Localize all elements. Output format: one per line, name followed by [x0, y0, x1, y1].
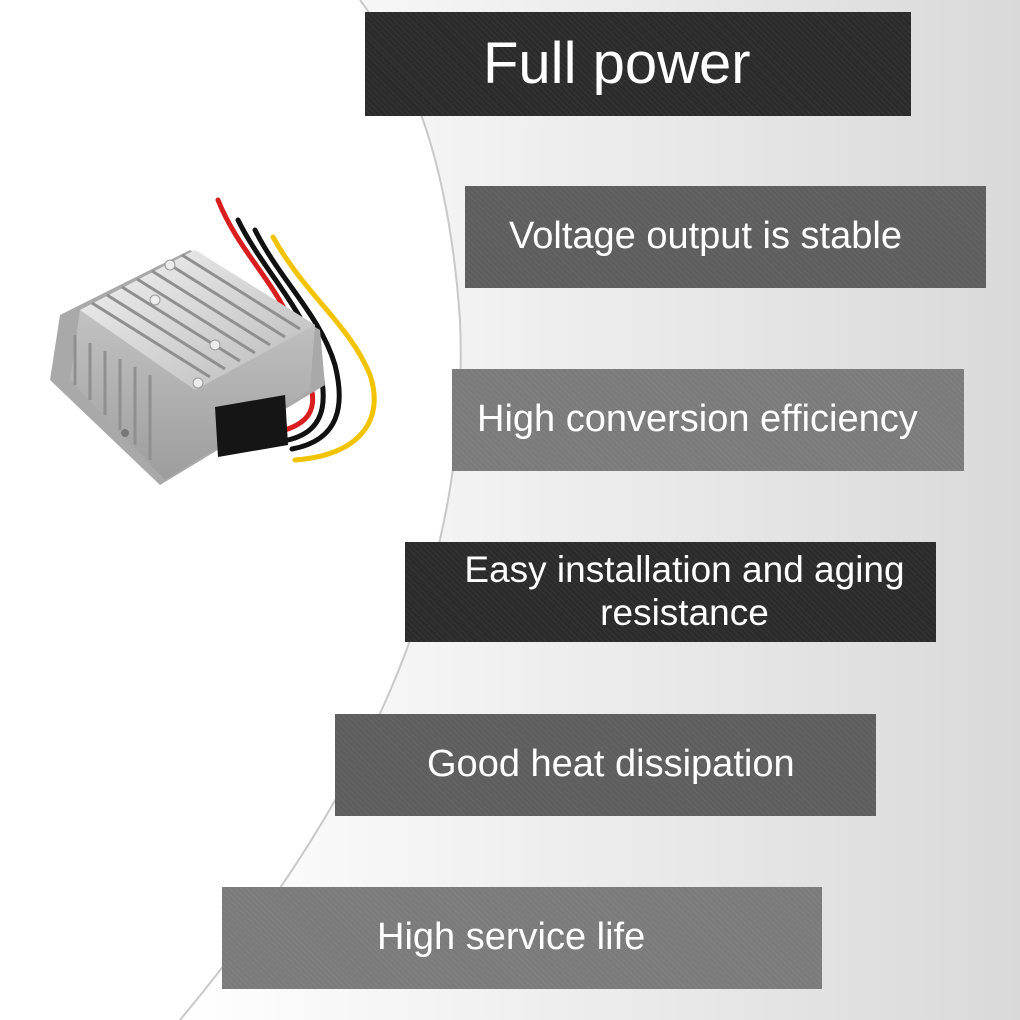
banner-text: Easy installation and aging resistance [464, 549, 905, 633]
banner-full-power: Full power [365, 12, 911, 116]
banner-voltage-stable: Voltage output is stable [465, 186, 986, 288]
wire-black [252, 227, 342, 452]
banner-text: High conversion efficiency [477, 398, 918, 441]
banner-text: Full power [483, 30, 751, 96]
banner-text: Good heat dissipation [427, 743, 795, 786]
banner-easy-installation: Easy installation and aging resistance [405, 542, 936, 642]
banner-service-life: High service life [222, 887, 822, 989]
wire-yellow [270, 234, 377, 463]
banner-heat-dissipation: Good heat dissipation [335, 714, 876, 816]
banner-conversion-efficiency: High conversion efficiency [452, 369, 964, 471]
dc-dc-converter-module-icon [50, 197, 377, 485]
banner-text: Voltage output is stable [509, 215, 902, 258]
banner-text: High service life [377, 916, 646, 959]
